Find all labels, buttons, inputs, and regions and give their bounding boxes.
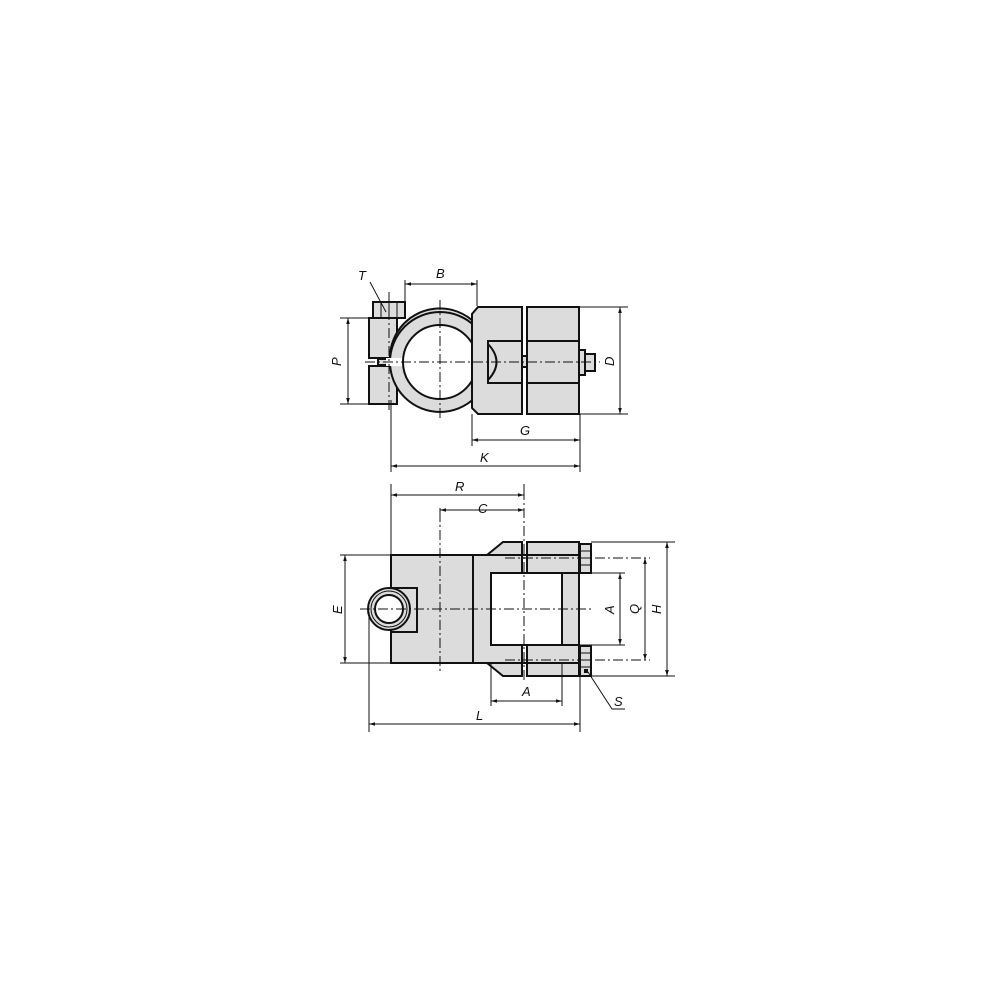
front-view: R C E A Q H A S L (330, 479, 675, 732)
dim-label-P: P (329, 357, 344, 366)
dim-label-A-vertical: A (602, 605, 617, 615)
dim-label-C: C (478, 501, 488, 516)
dim-label-E: E (330, 605, 345, 614)
bolt-socket (584, 669, 588, 673)
dim-label-A-horizontal: A (521, 684, 531, 699)
bolt-head-bottom (579, 645, 592, 677)
dim-label-K: K (480, 450, 490, 465)
top-view: T B P D G K (329, 266, 628, 472)
dim-label-R: R (455, 479, 464, 494)
leader-S (587, 671, 625, 710)
c-body-top-right (526, 541, 580, 574)
dim-label-S: S (614, 694, 623, 709)
dim-label-Q: Q (627, 604, 642, 614)
leader-T (369, 281, 387, 313)
dim-label-H: H (649, 604, 664, 614)
c-body-bottom-right (526, 644, 580, 677)
dim-label-G: G (520, 423, 530, 438)
dim-label-T: T (358, 268, 367, 283)
dim-label-B: B (436, 266, 445, 281)
dim-label-L: L (476, 708, 483, 723)
dim-label-D: D (602, 357, 617, 366)
